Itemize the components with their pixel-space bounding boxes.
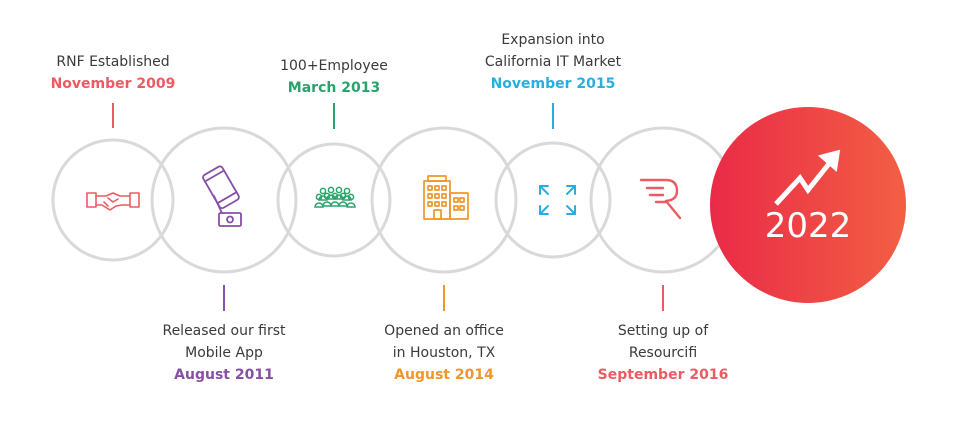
trend-up-arrow-icon	[774, 149, 841, 206]
milestone-label-2014: Opened an office in Houston, TX August 2…	[344, 320, 544, 386]
milestone-label-2009: RNF Established November 2009	[23, 51, 203, 95]
milestone-date: August 2011	[174, 367, 274, 383]
milestone-text-line: Expansion into	[501, 32, 605, 48]
milestone-text-line: in Houston, TX	[392, 345, 496, 361]
milestone-ring-2014	[370, 126, 518, 274]
milestone-date: November 2015	[490, 76, 616, 92]
mobile-app-icon	[202, 165, 242, 227]
milestone-text-line: Mobile App	[185, 345, 263, 361]
milestone-ring-2015	[494, 141, 612, 259]
milestone-ring-2011	[150, 126, 298, 274]
milestone-ring-2013	[276, 142, 392, 258]
milestone-text-line: California IT Market	[484, 54, 622, 70]
expand-arrows-icon	[539, 185, 576, 215]
milestone-ring-2009	[51, 138, 175, 262]
office-building-icon	[423, 175, 469, 220]
milestone-text-line: Released our first	[162, 323, 286, 339]
milestone-text-line: 100+Employee	[280, 58, 388, 74]
milestone-date: September 2016	[597, 367, 729, 383]
milestone-label-2016: Setting up of Resourcifi September 2016	[563, 320, 763, 386]
resourcifi-logo-icon	[639, 178, 682, 220]
milestone-text-line: Resourcifi	[628, 345, 698, 361]
milestone-text-line: Setting up of	[617, 323, 709, 339]
handshake-icon	[86, 192, 140, 211]
year-circle	[710, 107, 906, 303]
team-icon	[314, 186, 356, 208]
milestone-label-2015: Expansion into California IT Market Nove…	[453, 29, 653, 95]
final-year-label: 2022	[764, 206, 852, 246]
milestone-label-2011: Released our first Mobile App August 201…	[134, 320, 314, 386]
milestone-date: November 2009	[50, 76, 176, 92]
milestone-text-line: RNF Established	[56, 54, 170, 70]
milestone-label-2013: 100+Employee March 2013	[244, 55, 424, 99]
milestone-date: March 2013	[287, 80, 381, 96]
milestone-text-line: Opened an office	[384, 323, 504, 339]
milestone-date: August 2014	[394, 367, 494, 383]
